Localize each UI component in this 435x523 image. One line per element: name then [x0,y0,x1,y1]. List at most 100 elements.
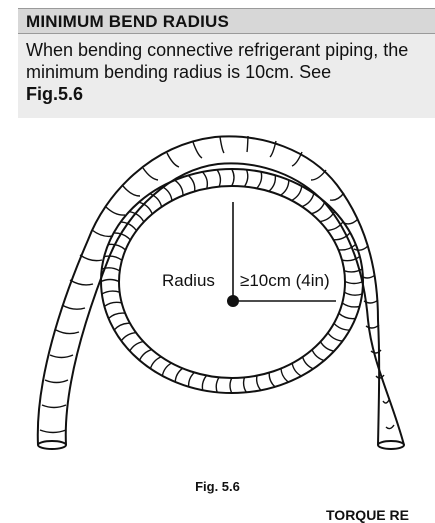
pipe-segment-mark [41,404,67,409]
coil-segment-mark [333,232,351,241]
coil-segment-mark [319,341,335,352]
coil-segment-mark [113,232,131,241]
pipe-segment-mark [329,192,345,201]
pipe-segment-mark [166,152,180,168]
instruction-body: When bending connective refrigerant pipi… [26,40,409,82]
radius-label: Radius [162,271,215,290]
coil-segment-mark [101,290,120,295]
pipe-segment-mark [122,185,141,197]
coil-segment-mark [113,322,131,331]
pipe-segment-mark [370,349,382,354]
coil-segment-mark [344,280,364,285]
section-header-bar: MINIMUM BEND RADIUS [18,8,435,34]
pipe-segment-mark [69,279,94,286]
figure-caption: Fig. 5.6 [195,479,240,494]
coil-segment-mark [231,169,235,186]
coil-segment-mark [129,211,145,222]
pipe-segment-mark [343,218,359,225]
coil-segment-mark [150,193,163,207]
coil-segment-mark [100,278,120,283]
coil-segment-mark [101,267,121,272]
coil-segment-mark [121,221,137,231]
pipe-coil-marks [39,135,395,434]
coil-segment-mark [338,243,357,251]
pipe-segment-mark [44,379,69,384]
coil-segment-mark [280,180,290,196]
coil-segment-mark [201,374,208,391]
coil-segment-mark [174,180,184,196]
pipe-segment-mark [61,304,86,310]
figure-reference: Fig.5.6 [26,84,84,104]
pipe-segment-mark [385,424,395,430]
coil-segment-mark [120,331,137,342]
coil-segment-mark [202,171,209,189]
coil-segment-mark [107,312,126,320]
coil-segment-mark [128,340,144,352]
coil-segment-mark [338,312,356,320]
pipe-segment-mark [375,374,385,379]
coil-segment-mark [187,371,196,388]
pipe-segment-mark [192,141,203,159]
pipe-segment-mark [363,299,379,304]
pipe-segment-mark [105,206,126,216]
coil-segment-mark [344,268,363,273]
pipe-segment-mark [365,324,380,329]
pipe-end-left [37,440,67,450]
next-section-heading: TORQUE RE [326,507,409,523]
coil-segment-mark [216,169,222,187]
pipe-segment-mark [49,354,74,359]
coil-segment-mark [341,302,360,308]
coil-segment-mark [215,376,220,394]
coil-segment-mark [188,175,196,191]
coil-segment-mark [327,221,344,232]
coil-segment-mark [138,348,153,361]
coil-segment-mark [229,377,233,394]
pipe-segment-mark [79,254,103,262]
pipe-segment-mark [55,329,80,335]
coil-segment-mark [320,211,336,223]
coil-segment-mark [301,356,314,370]
coil-segment-mark [149,355,162,370]
pipe-segment-mark [291,151,303,167]
coil-segment-mark [103,301,122,307]
coil-segment-mark [268,175,277,192]
coil-segment-mark [174,367,184,383]
pipe-segment-mark [310,169,327,181]
coil-segment-mark [139,201,153,214]
pipe-segment-mark [219,136,225,154]
center-point [227,295,239,307]
pipe-segment-mark [353,245,369,251]
coil-segment-mark [327,332,343,342]
coil-segment-mark [268,372,276,388]
pipe-segment-mark [246,135,249,153]
coil-segment-mark [161,186,173,201]
pipe-segment-mark [39,429,67,434]
instruction-text: When bending connective refrigerant pipi… [26,39,431,105]
pipe-segment-mark [91,229,114,238]
pipe-outer-edge [36,135,381,446]
coil-segment-mark [161,362,173,377]
coil-segment-mark [244,169,249,187]
coil-segment-mark [280,367,290,383]
coil-segment-mark [108,243,126,251]
pipe-segment-mark [382,399,390,404]
section-title: MINIMUM BEND RADIUS [26,12,230,31]
coil-segment-mark [302,193,315,208]
coil-segment-mark [311,349,325,362]
coil-segment-mark [311,202,326,215]
coil-segment-mark [291,186,303,201]
pipe-segment-mark [360,274,376,279]
coil-segment-mark [343,291,363,296]
instruction-box: When bending connective refrigerant pipi… [18,34,435,118]
coil-segment-mark [342,256,361,262]
pipe-segment-mark [142,167,159,181]
coil-segment-mark [255,374,262,392]
coil-segment-mark [242,376,248,394]
coil-segment-mark [104,255,123,261]
pipe-segment-mark [269,140,277,158]
coil-segment-mark [256,172,263,189]
pipe-end-right [377,440,405,450]
coil-segment-mark [291,362,303,377]
coil-segment-mark [333,322,351,331]
